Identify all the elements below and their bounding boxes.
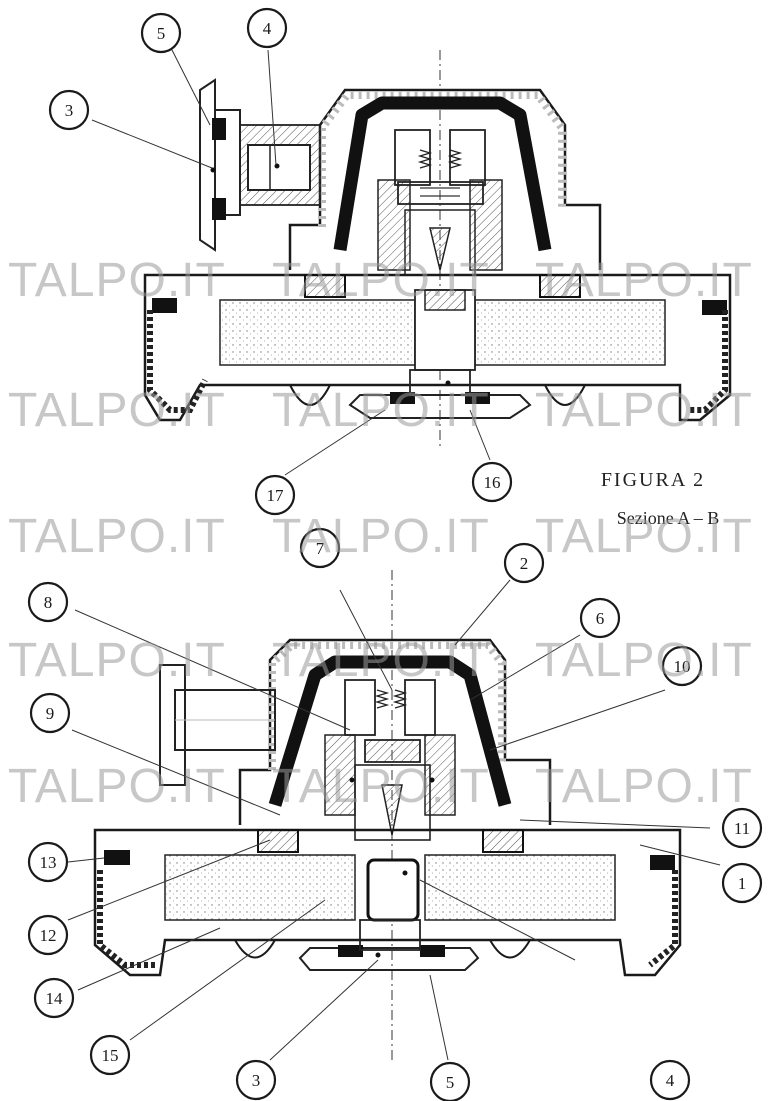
callout-bottom-11: 14: [33, 977, 75, 1019]
callout-label: 1: [738, 874, 747, 893]
callout-circle: [254, 474, 296, 516]
watermark-text: TALPO.IT: [8, 510, 226, 563]
callout-top-3: 3: [48, 89, 90, 131]
callout-bottom-5: 10: [661, 645, 703, 687]
callout-circle: [661, 645, 703, 687]
watermark-text: TALPO.IT: [535, 254, 753, 307]
callout-bottom-2: 2: [503, 542, 545, 584]
callout-circle: [721, 862, 763, 904]
watermark-text: TALPO.IT: [535, 634, 753, 687]
callout-label: 13: [40, 853, 57, 872]
callout-top-2: 4: [246, 7, 288, 49]
watermark-text: TALPO.IT: [8, 634, 226, 687]
watermark-layer: TALPO.IT TALPO.IT TALPO.IT TALPO.IT TALPO.IT…: [8, 254, 753, 813]
callout-label: 14: [46, 989, 64, 1008]
callout-circle: [721, 807, 763, 849]
bottom-cap-outline: [238, 638, 552, 825]
callout-bottom-9: 1: [721, 862, 763, 904]
figure-subtitle: Sezione A – B: [617, 508, 720, 528]
callout-bottom-1: 7: [299, 527, 341, 569]
callout-circle: [33, 977, 75, 1019]
callout-label: 11: [734, 819, 750, 838]
callout-label: 4: [666, 1071, 675, 1090]
callout-label: 5: [157, 24, 166, 43]
callout-bottom-7: 11: [721, 807, 763, 849]
watermark-text: TALPO.IT: [272, 510, 490, 563]
callout-label: 3: [65, 101, 74, 120]
bottom-left-filter-block: [164, 854, 356, 921]
bottom-base-outline: [93, 828, 682, 977]
callout-bottom-12: 15: [89, 1034, 131, 1076]
callout-label: 6: [596, 609, 605, 628]
callout-label: 8: [44, 593, 53, 612]
callout-label: 12: [40, 926, 57, 945]
callout-circle: [471, 461, 513, 503]
callout-label: 15: [102, 1046, 119, 1065]
watermark-text: TALPO.IT: [535, 510, 753, 563]
callout-label: 5: [446, 1073, 455, 1092]
callout-bottom-14: 5: [429, 1061, 471, 1101]
callout-label: 4: [263, 19, 272, 38]
callout-label: 10: [674, 657, 691, 676]
callout-bottom-10: 12: [27, 914, 69, 956]
top-section-drawing: [91, 49, 732, 476]
watermark-text: TALPO.IT: [272, 254, 490, 307]
callout-bottom-15: 4: [649, 1059, 691, 1101]
callout-top-1: 5: [140, 12, 182, 54]
watermark-text: TALPO.IT: [8, 760, 226, 813]
callout-circle: [29, 692, 71, 734]
callout-circle: [246, 7, 288, 49]
callout-label: 7: [316, 539, 325, 558]
callout-circle: [299, 527, 341, 569]
callout-circle: [649, 1059, 691, 1101]
callout-bottom-13: 3: [235, 1059, 277, 1101]
callout-circle: [89, 1034, 131, 1076]
bottom-section-drawing: [67, 570, 721, 1061]
callout-top-5: 16: [471, 461, 513, 503]
callout-bottom-3: 8: [27, 581, 69, 623]
watermark-text: TALPO.IT: [272, 634, 490, 687]
bottom-callouts: 7 2 8 6 10 9 11 13 1 12 14 15 3 5 4: [27, 527, 763, 1101]
callout-label: 3: [252, 1071, 261, 1090]
callout-circle: [429, 1061, 471, 1101]
figure-title: FIGURA 2: [601, 469, 705, 491]
callout-circle: [503, 542, 545, 584]
watermark-text: TALPO.IT: [8, 384, 226, 437]
callout-circle: [27, 914, 69, 956]
callout-circle: [27, 581, 69, 623]
callout-bottom-6: 9: [29, 692, 71, 734]
watermark-text: TALPO.IT: [535, 384, 753, 437]
watermark-text: TALPO.IT: [272, 760, 490, 813]
callout-label: 2: [520, 554, 529, 573]
callout-label: 9: [46, 704, 55, 723]
watermark-text: TALPO.IT: [272, 384, 490, 437]
top-left-filter-block: [219, 299, 416, 366]
watermark-text: TALPO.IT: [8, 254, 226, 307]
top-callouts: 5 4 3 17 16: [48, 7, 513, 516]
top-right-filter-block: [474, 299, 666, 366]
top-base-outline: [143, 273, 732, 422]
bottom-right-filter-block: [424, 854, 616, 921]
callout-label: 17: [267, 486, 285, 505]
callout-bottom-8: 13: [27, 841, 69, 883]
callout-top-4: 17: [254, 474, 296, 516]
callout-circle: [235, 1059, 277, 1101]
watermark-text: TALPO.IT: [535, 760, 753, 813]
callout-label: 16: [484, 473, 501, 492]
callout-circle: [579, 597, 621, 639]
top-cap-outline: [288, 88, 602, 270]
callout-circle: [48, 89, 90, 131]
top-diaphragm: [333, 96, 552, 252]
callout-circle: [27, 841, 69, 883]
callout-circle: [140, 12, 182, 54]
callout-bottom-4: 6: [579, 597, 621, 639]
